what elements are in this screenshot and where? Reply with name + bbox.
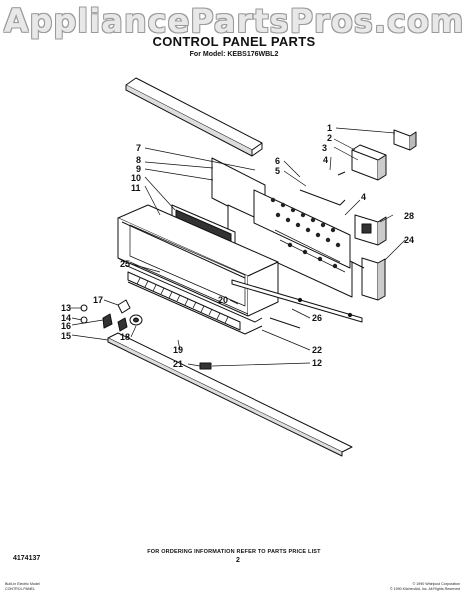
callout-21: 21 xyxy=(173,359,183,369)
leader-lines xyxy=(70,127,406,367)
support-rail xyxy=(231,279,363,329)
top-trim-strip xyxy=(125,77,263,157)
callout-10: 10 xyxy=(131,173,141,183)
clip-21 xyxy=(199,362,212,370)
callout-25: 25 xyxy=(120,259,130,269)
control-bracket-panel xyxy=(211,157,353,298)
callout-4b: 4 xyxy=(361,192,366,202)
callout-17: 17 xyxy=(93,295,103,305)
copyright-line-2: © 1990 KitchenAid, Inc. All Rights Reser… xyxy=(390,586,460,591)
callout-5: 5 xyxy=(275,166,280,176)
callout-6: 6 xyxy=(275,156,280,166)
callout-26: 26 xyxy=(312,313,322,323)
callout-14: 14 xyxy=(61,313,71,323)
bracket-24 xyxy=(351,257,386,301)
callout-15: 15 xyxy=(61,331,71,341)
page-number: 2 xyxy=(236,557,240,564)
bottom-trim-strip xyxy=(107,332,353,457)
callout-19: 19 xyxy=(173,345,183,355)
caption-line-1: Built-In Electric Model xyxy=(5,582,40,586)
ordering-info-note: FOR ORDERING INFORMATION REFER TO PARTS … xyxy=(147,549,321,555)
callout-16: 16 xyxy=(61,321,71,331)
diagram-title: CONTROL PANEL PARTS xyxy=(152,34,316,49)
site-watermark: AppliancePartsPros.com xyxy=(3,2,465,40)
callout-numbers: 1 2 3 4 6 5 7 8 9 10 11 4 28 24 25 13 17… xyxy=(61,123,414,369)
caption-line-2: CONTROL PANEL xyxy=(5,586,35,591)
callout-20: 20 xyxy=(218,295,228,305)
callout-2: 2 xyxy=(327,133,332,143)
document-number: 4174137 xyxy=(13,555,41,562)
callout-18: 18 xyxy=(120,332,130,342)
callout-8: 8 xyxy=(136,155,141,165)
callout-24: 24 xyxy=(404,235,414,245)
switch-assembly xyxy=(299,129,417,206)
callout-13: 13 xyxy=(61,303,71,313)
callout-3: 3 xyxy=(322,143,327,153)
copyright-line-1: © 1990 Whirlpool Corporation xyxy=(412,582,460,586)
callout-4: 4 xyxy=(323,155,328,165)
callout-7: 7 xyxy=(136,143,141,153)
callout-28: 28 xyxy=(404,211,414,221)
console-frame xyxy=(117,204,279,335)
callout-11: 11 xyxy=(131,183,141,193)
callout-9: 9 xyxy=(136,164,141,174)
copyright-notice: © 1990 Whirlpool Corporation © 1990 Kitc… xyxy=(330,582,460,591)
bottom-left-caption: Built-In Electric Model CONTROL PANEL xyxy=(5,582,85,591)
callout-12: 12 xyxy=(312,358,322,368)
callout-1: 1 xyxy=(327,123,332,133)
model-subtitle: For Model: KEBS176WBL2 xyxy=(189,51,279,58)
callout-22: 22 xyxy=(312,345,322,355)
knob-parts xyxy=(80,299,143,332)
bracket-28 xyxy=(354,214,387,246)
